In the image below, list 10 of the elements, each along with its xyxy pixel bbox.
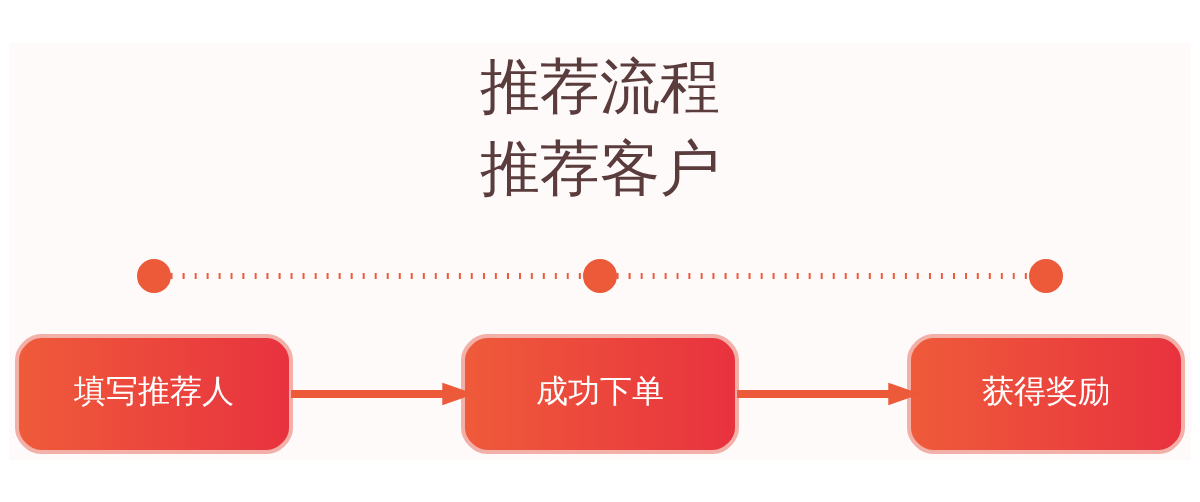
connector <box>170 272 584 279</box>
label: 推荐客户 <box>480 132 720 203</box>
node-box: 填写推荐人 <box>15 333 293 454</box>
node-box: 获得奖励 <box>907 333 1185 454</box>
node-circle <box>1029 258 1063 293</box>
connector <box>616 272 1030 279</box>
diagram-title: 推荐流程 <box>480 50 720 121</box>
node-circle <box>137 258 171 293</box>
node-box: 成功下单 <box>461 333 739 454</box>
node-circle <box>583 258 617 293</box>
